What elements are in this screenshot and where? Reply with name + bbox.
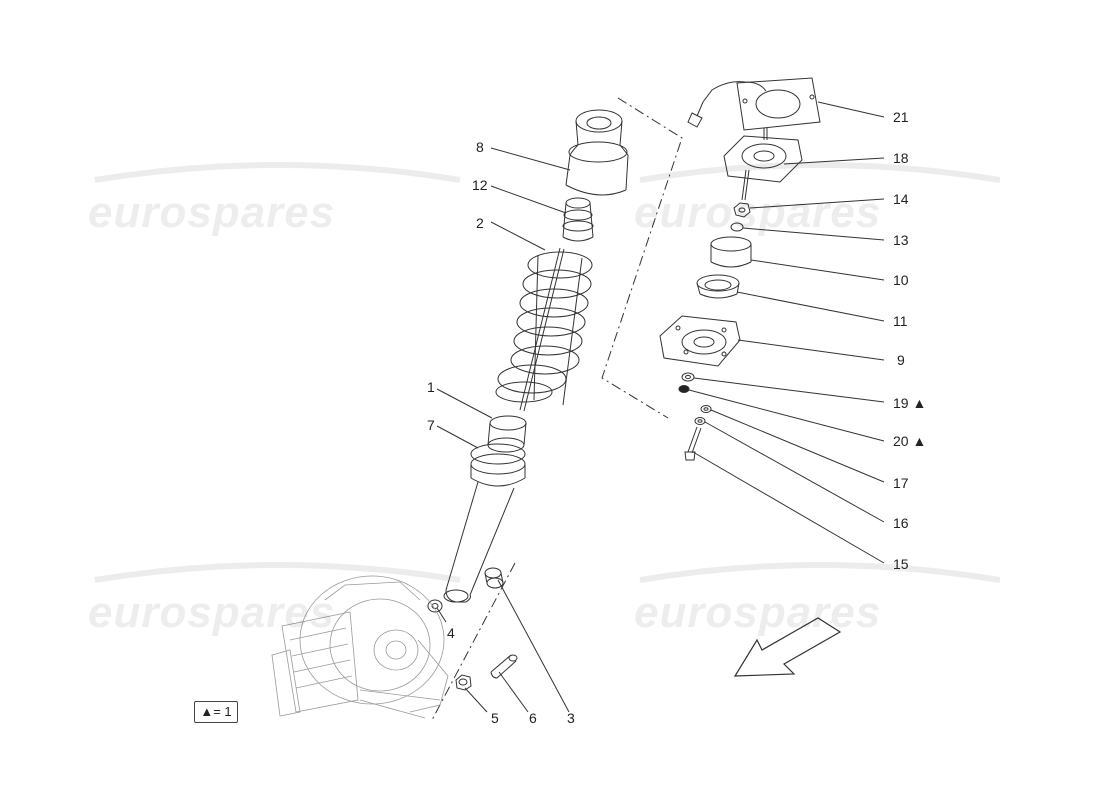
top-mount-part-18 [723,128,803,183]
legend-box: ▲= 1 [194,701,238,723]
bolt-part-15 [684,426,702,461]
bump-stop-part-12 [562,197,594,242]
hub-brake-assembly [271,575,449,719]
nut-part-5 [455,674,472,691]
callout-3: 3 [567,710,575,726]
bolt-part-6 [490,654,518,679]
bump-stop-part-1 [487,415,527,453]
watermark-swoosh [94,162,1001,583]
spring-seat-part-7 [470,443,526,487]
damper-rod [519,247,565,412]
callout-1: 1 [427,379,435,395]
watermark-text: eurospares [88,188,336,237]
callout-20: 20 ▲ [893,433,927,449]
ring-part-11 [696,274,740,299]
callout-5: 5 [491,710,499,726]
callout-17: 17 [893,475,909,491]
washer-part-17 [700,405,712,413]
callout-15: 15 [893,556,909,572]
upper-seat-part-9 [659,315,741,367]
callout-7: 7 [427,417,435,433]
bushing-part-3 [484,567,504,589]
watermark-text: eurospares [634,188,882,237]
watermark-text: eurospares [634,588,882,637]
damper-body [443,481,515,603]
callout-21: 21 [893,109,909,125]
stud [741,169,750,201]
callout-16: 16 [893,515,909,531]
assembly-bracket [601,97,683,419]
washer-part-13 [730,222,744,232]
callout-11: 11 [893,313,908,329]
dust-boot-part-8 [565,109,629,196]
leader-lines [436,101,885,713]
direction-arrow [733,617,842,677]
callout-4: 4 [447,625,455,641]
callout-6: 6 [529,710,537,726]
legend-text: ▲= 1 [200,704,232,719]
coil-spring-part-2 [495,251,593,406]
nut-part-14 [733,202,751,218]
callout-13: 13 [893,232,909,248]
callout-19: 19 ▲ [893,395,927,411]
watermark-text: eurospares [88,588,336,637]
washer-part-20 [678,385,690,393]
spacer-part-10 [710,236,752,268]
callout-14: 14 [893,191,909,207]
nut-part-19 [681,372,695,382]
callout-18: 18 [893,150,909,166]
callout-12: 12 [472,177,488,193]
mount-axis-line [431,562,516,721]
washer-part-16 [694,417,706,425]
callout-8: 8 [476,139,484,155]
callout-9: 9 [897,352,905,368]
gasket-part-21 [687,77,821,131]
callout-10: 10 [893,272,909,288]
callout-2: 2 [476,215,484,231]
